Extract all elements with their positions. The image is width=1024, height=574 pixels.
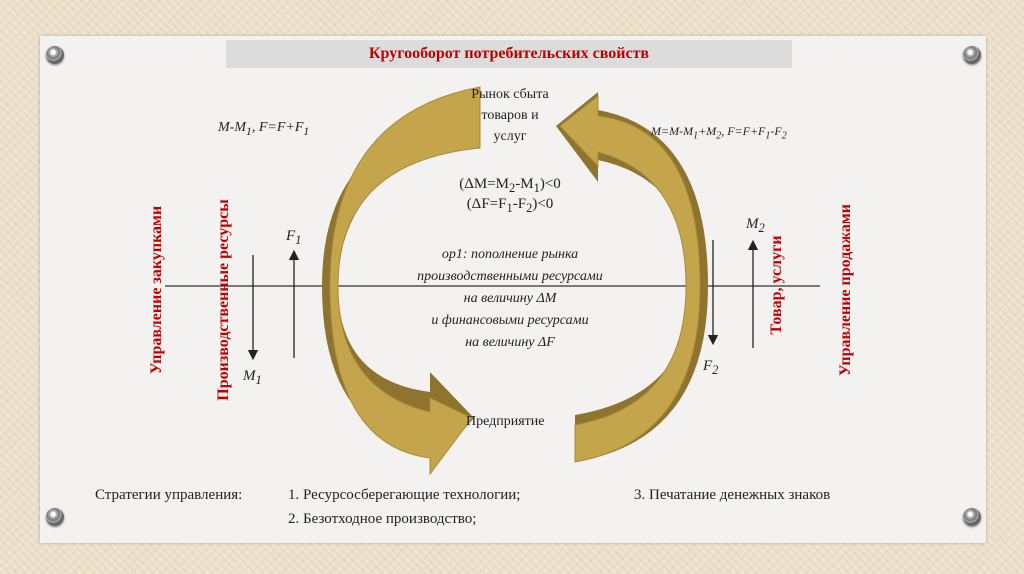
m1-letter: M [243, 368, 256, 384]
f2-label: F2 [703, 358, 718, 378]
right-arrow [559, 94, 701, 463]
formula-right-part: M=M-M [651, 124, 694, 138]
delta-m-part: (ΔM=M [459, 176, 509, 192]
screw-icon-bottom-right [963, 508, 981, 526]
title-bar: Кругооборот потребительских свойств [226, 40, 792, 68]
market-line-1: Рынок сбыта [471, 87, 549, 102]
delta-m-sub: 2 [508, 181, 516, 195]
left-arrow [329, 86, 481, 476]
m2-label: M2 [746, 216, 765, 236]
delta-f-formula: (ΔF=F1-F2)<0 [420, 196, 600, 216]
f1-label: F1 [286, 228, 301, 248]
f1-letter: F [286, 228, 296, 244]
formula-right-sub: 1 [765, 130, 771, 142]
slide-panel [40, 36, 986, 543]
screw-icon-top-right [963, 46, 981, 64]
m2-letter: M [746, 216, 759, 232]
market-line-3: услуг [493, 129, 527, 144]
delta-f-sub: 1 [506, 201, 513, 215]
formula-left-part: M-M [218, 120, 246, 135]
f2-letter: F [703, 358, 713, 374]
center-line-4: и финансовыми ресурсами [431, 313, 589, 328]
enterprise-label: Предприятие [466, 414, 545, 429]
screw-icon-top-left [46, 46, 64, 64]
formula-right-sub: 2 [716, 130, 722, 142]
m2-sub: 2 [758, 221, 765, 235]
formula-right-part: , F=F+F [721, 124, 766, 138]
market-line-2: товаров и [481, 108, 539, 123]
delta-f-part: (ΔF=F [466, 196, 507, 212]
delta-m-part: -M [515, 176, 534, 192]
m1-label: M1 [243, 368, 262, 388]
center-line-5: на величину ΔF [465, 335, 555, 350]
formula-left-part: , F=F+F [251, 120, 304, 135]
formula-right: M=M-M1+M2, F=F+F1-F2 [651, 124, 787, 141]
formula-left: M-M1, F=F+F1 [218, 120, 309, 138]
delta-f-part: -F [512, 196, 527, 212]
f2-sub: 2 [712, 363, 719, 377]
f1-sub: 1 [295, 233, 302, 247]
screw-icon-bottom-left [46, 508, 64, 526]
delta-m-sub: 1 [533, 181, 540, 195]
strategy-item-1: 1. Ресурсосберегающие технологии; [288, 487, 521, 503]
m1-sub: 1 [255, 373, 262, 387]
center-line-3: на величину ΔM [463, 291, 557, 306]
procurement-label: Управление закупками [148, 205, 165, 375]
market-label: Рынок сбыта товаров и услуг [450, 84, 570, 147]
strategies-label: Стратегии управления: [95, 487, 243, 503]
center-line-2: производственными ресурсами [417, 269, 603, 284]
formula-right-part: +M [698, 124, 717, 138]
delta-f-sub: 2 [526, 201, 533, 215]
delta-f-part: )<0 [532, 196, 554, 212]
formula-left-sub: 1 [246, 124, 252, 138]
formula-right-sub: 1 [693, 130, 699, 142]
slide-title: Кругооборот потребительских свойств [368, 45, 650, 62]
strategy-item-3: 3. Печатание денежных знаков [634, 487, 831, 503]
production-resources-label: Производственные ресурсы [215, 199, 232, 401]
goods-services-label: Товар, услуги [768, 235, 785, 335]
sales-label: Управление продажами [837, 203, 854, 377]
formula-right-sub: 2 [781, 130, 787, 142]
center-line-1: op1: пополнение рынка [441, 247, 579, 262]
delta-m-part: )<0 [539, 176, 561, 192]
formula-left-sub: 1 [303, 124, 310, 138]
strategy-item-2: 2. Безотходное производство; [288, 511, 477, 527]
delta-m-formula: (ΔM=M2-M1)<0 [420, 176, 600, 196]
formula-right-part: -F [770, 124, 782, 138]
center-description: op1: пополнение рынка производственными … [380, 244, 640, 354]
